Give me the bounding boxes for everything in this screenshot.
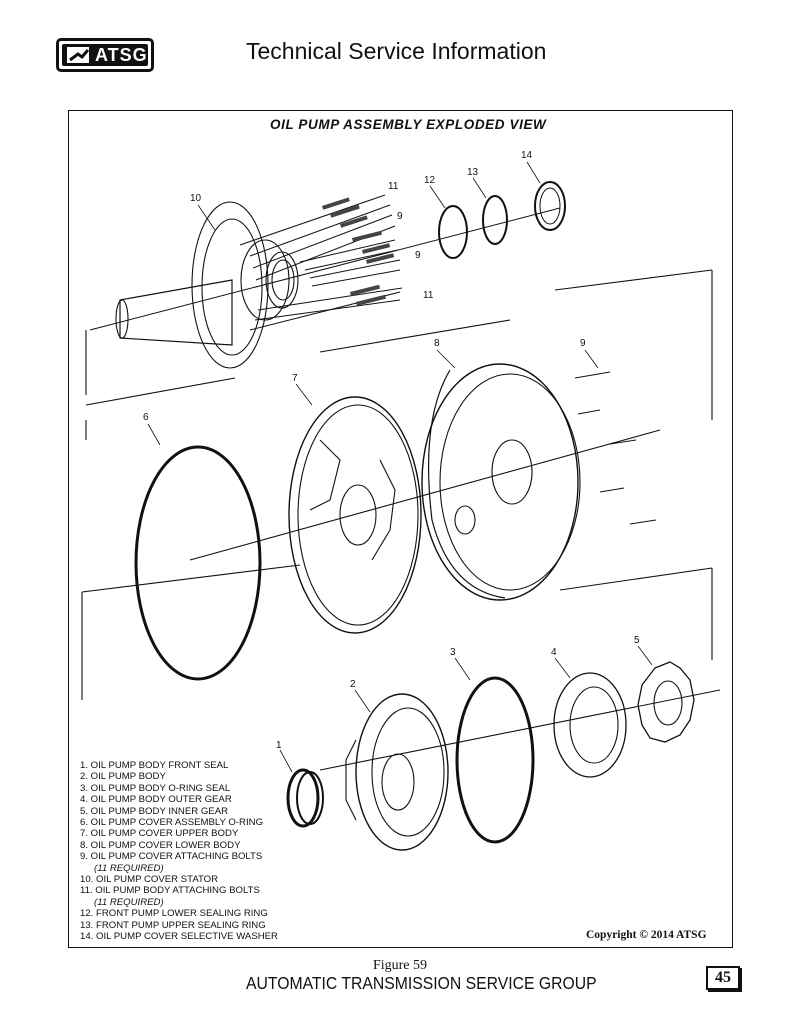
legend-item: 3. OIL PUMP BODY O-RING SEAL	[80, 782, 231, 794]
callout-9-top: 9	[397, 211, 403, 222]
callout-2: 2	[350, 679, 356, 690]
callout-12: 12	[424, 175, 436, 186]
legend-item: 13. FRONT PUMP UPPER SEALING RING	[80, 919, 266, 931]
legend-item: 1. OIL PUMP BODY FRONT SEAL	[80, 760, 229, 771]
legend-item: 10. OIL PUMP COVER STATOR	[80, 874, 219, 886]
parts-legend: 1. OIL PUMP BODY FRONT SEAL 2. OIL PUMP …	[80, 760, 340, 943]
legend-item: 6. OIL PUMP COVER ASSEMBLY O-RING	[80, 817, 264, 829]
copyright-notice: Copyright © 2014 ATSG	[586, 929, 707, 941]
page-title: Technical Service Information	[246, 38, 547, 64]
legend-note: (11 REQUIRED)	[94, 862, 164, 874]
footer-organization: AUTOMATIC TRANSMISSION SERVICE GROUP	[246, 973, 597, 993]
callout-9-right: 9	[580, 338, 586, 349]
callout-14: 14	[521, 150, 533, 161]
legend-item: 9. OIL PUMP COVER ATTACHING BOLTS	[80, 851, 263, 863]
legend-item: 7. OIL PUMP COVER UPPER BODY	[80, 828, 239, 840]
legend-item: 2. OIL PUMP BODY	[80, 771, 166, 783]
legend-item: 8. OIL PUMP COVER LOWER BODY	[80, 839, 241, 851]
atsg-logo: ATSG	[56, 38, 154, 72]
callout-6: 6	[143, 412, 149, 423]
legend-item: 11. OIL PUMP BODY ATTACHING BOLTS	[80, 885, 260, 897]
logo-text: ATSG	[95, 44, 148, 65]
callout-5: 5	[634, 635, 640, 646]
callout-3: 3	[450, 647, 456, 658]
legend-note: (11 REQUIRED)	[94, 896, 164, 908]
legend-item: 14. OIL PUMP COVER SELECTIVE WASHER	[80, 931, 278, 943]
callout-10: 10	[190, 193, 202, 204]
legend-item: 12. FRONT PUMP LOWER SEALING RING	[80, 908, 268, 920]
callout-7: 7	[292, 373, 298, 384]
page-number: 45	[706, 966, 740, 990]
legend-item: 4. OIL PUMP BODY OUTER GEAR	[80, 794, 232, 806]
atsg-logo-icon	[67, 47, 90, 63]
callout-8: 8	[434, 338, 440, 349]
callout-11-top: 11	[388, 181, 399, 192]
callout-4: 4	[551, 647, 557, 658]
legend-item: 5. OIL PUMP BODY INNER GEAR	[80, 805, 229, 817]
figure-caption: Figure 59	[372, 958, 428, 973]
callout-9-mid: 9	[415, 250, 421, 261]
callout-13: 13	[467, 167, 479, 178]
figure-frame	[68, 110, 733, 948]
callout-1: 1	[276, 740, 282, 751]
callout-11-bottom: 11	[423, 290, 434, 301]
diagram-title: OIL PUMP ASSEMBLY EXPLODED VIEW	[270, 117, 547, 132]
